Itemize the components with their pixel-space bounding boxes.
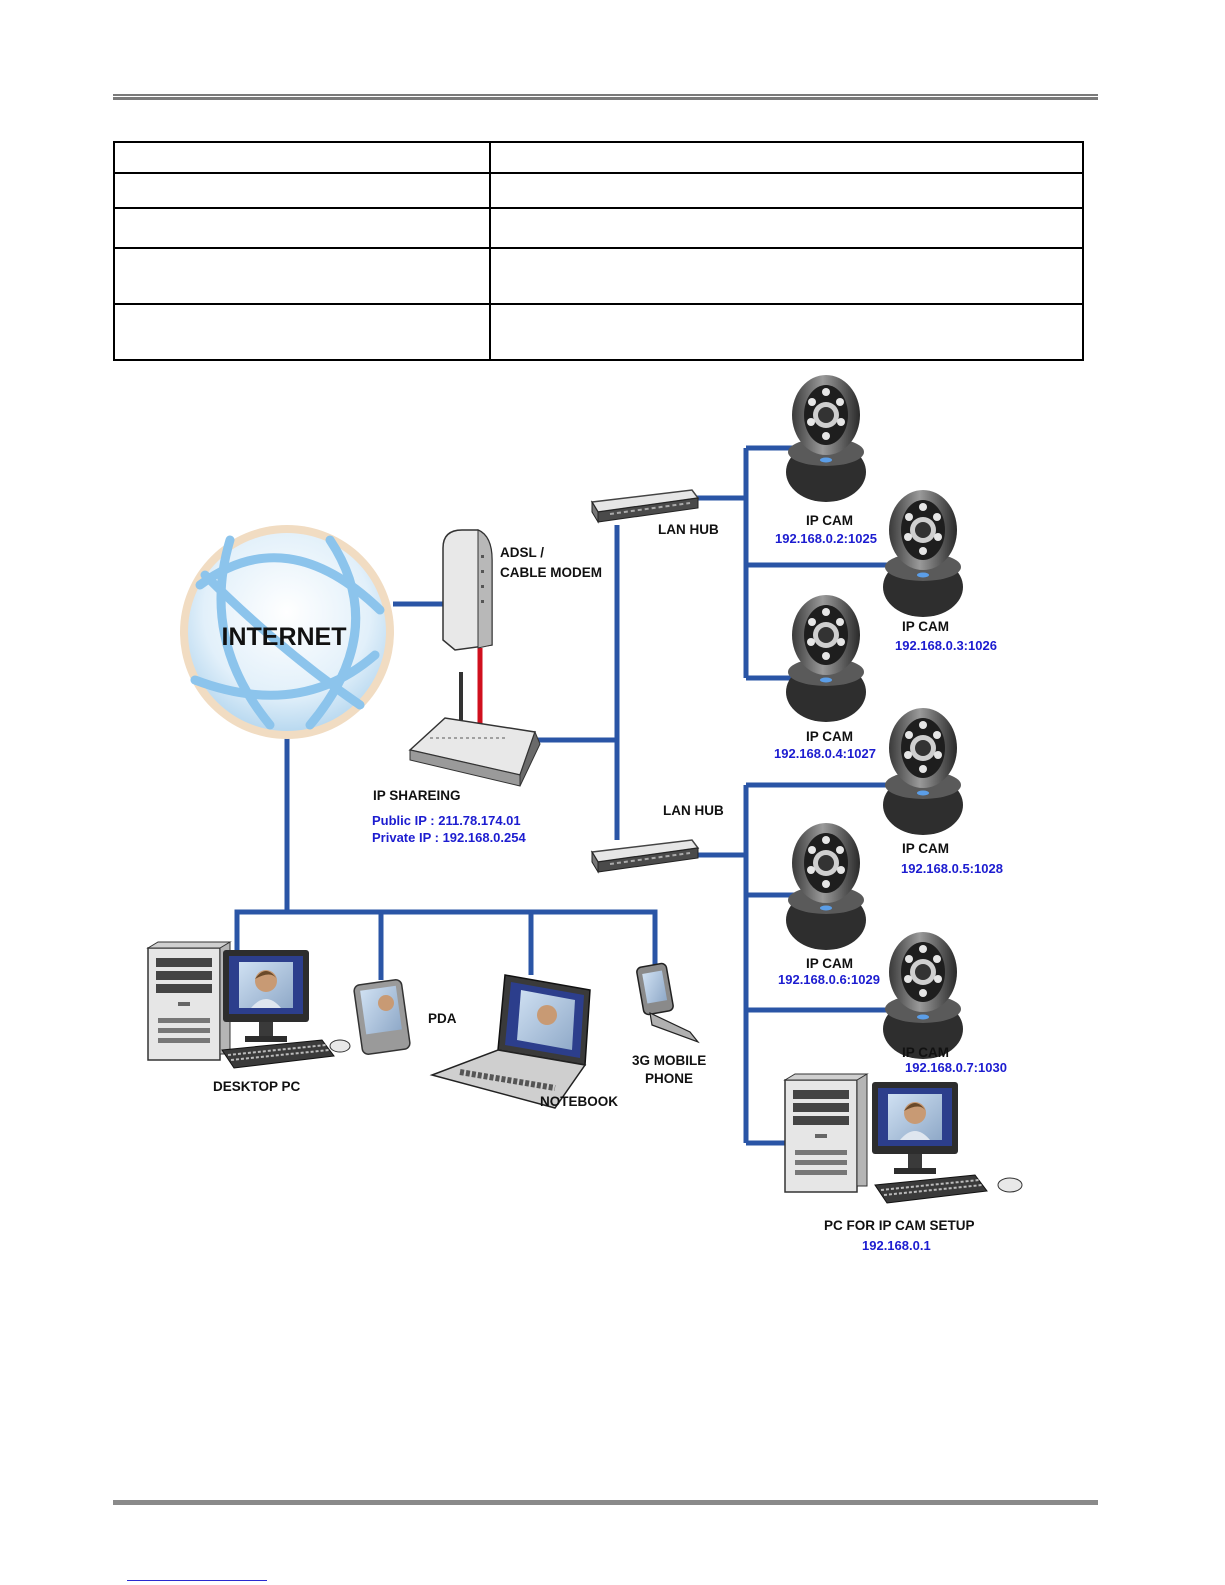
ip-camera-icon	[786, 595, 866, 722]
cam-address: 192.168.0.2:1025	[775, 531, 877, 546]
cam-address: 192.168.0.6:1029	[778, 972, 880, 987]
public-ip-label: Public IP : 211.78.174.01	[372, 813, 521, 828]
table-cell	[489, 303, 1084, 361]
table-row	[113, 172, 1084, 209]
cam-address: 192.168.0.5:1028	[901, 861, 1003, 876]
private-ip-label: Private IP : 192.168.0.254	[372, 830, 526, 845]
cam-label: IP CAM	[902, 841, 949, 856]
footer-link-underline	[127, 1580, 267, 1581]
setup-pc-ip: 192.168.0.1	[862, 1238, 931, 1253]
header-rule	[113, 94, 1098, 100]
internet-globe-icon	[180, 525, 394, 739]
table-cell	[113, 247, 491, 305]
table-cell	[113, 207, 491, 249]
cam-address: 192.168.0.4:1027	[774, 746, 876, 761]
setup-pc-icon	[784, 1073, 1023, 1204]
table-row	[113, 247, 1084, 305]
table-row	[113, 141, 1084, 174]
footer-rule	[113, 1500, 1098, 1505]
modem-label: ADSL /	[500, 545, 544, 560]
lan-hub-icon	[591, 839, 699, 873]
hub-label: LAN HUB	[663, 803, 724, 818]
ip-camera-icon	[883, 932, 963, 1059]
cam-label: IP CAM	[806, 513, 853, 528]
phone-label: PHONE	[645, 1071, 693, 1086]
notebook-icon	[429, 974, 591, 1109]
cam-address: 192.168.0.7:1030	[905, 1060, 1007, 1075]
hub-label: LAN HUB	[658, 522, 719, 537]
desktop-label: DESKTOP PC	[213, 1079, 301, 1094]
ip-camera-icon	[883, 490, 963, 617]
table-cell	[489, 207, 1084, 249]
network-diagram: INTERNET ADSL / CABLE MODEM IP SHAREING …	[147, 375, 1023, 1253]
table-cell	[113, 141, 491, 174]
table-cell	[113, 303, 491, 361]
ip-camera-icon	[786, 375, 866, 502]
ip-camera-icon	[786, 823, 866, 950]
modem-icon	[442, 529, 493, 651]
ip-camera-icon	[883, 708, 963, 835]
cam-label: IP CAM	[806, 729, 853, 744]
table-cell	[489, 141, 1084, 174]
notebook-label: NOTEBOOK	[540, 1094, 618, 1109]
modem-label: CABLE MODEM	[500, 565, 602, 580]
desktop-pc-icon	[147, 941, 351, 1069]
pda-icon	[353, 979, 411, 1055]
cam-address: 192.168.0.3:1026	[895, 638, 997, 653]
pda-label: PDA	[428, 1011, 457, 1026]
mobile-phone-icon	[636, 962, 700, 1044]
router-label: IP SHAREING	[373, 788, 461, 803]
cam-label: IP CAM	[902, 619, 949, 634]
table-cell	[489, 247, 1084, 305]
lan-hub-icon	[591, 489, 699, 523]
table-row	[113, 207, 1084, 249]
cam-label: IP CAM	[806, 956, 853, 971]
table-cell	[113, 172, 491, 209]
cam-label: IP CAM	[902, 1045, 949, 1060]
phone-label: 3G MOBILE	[632, 1053, 706, 1068]
router-icon	[408, 672, 541, 787]
network-cables	[234, 445, 888, 1146]
spec-table	[113, 141, 1084, 361]
setup-pc-label: PC FOR IP CAM SETUP	[824, 1218, 975, 1233]
table-cell	[489, 172, 1084, 209]
internet-label: INTERNET	[222, 623, 347, 651]
table-row	[113, 303, 1084, 361]
